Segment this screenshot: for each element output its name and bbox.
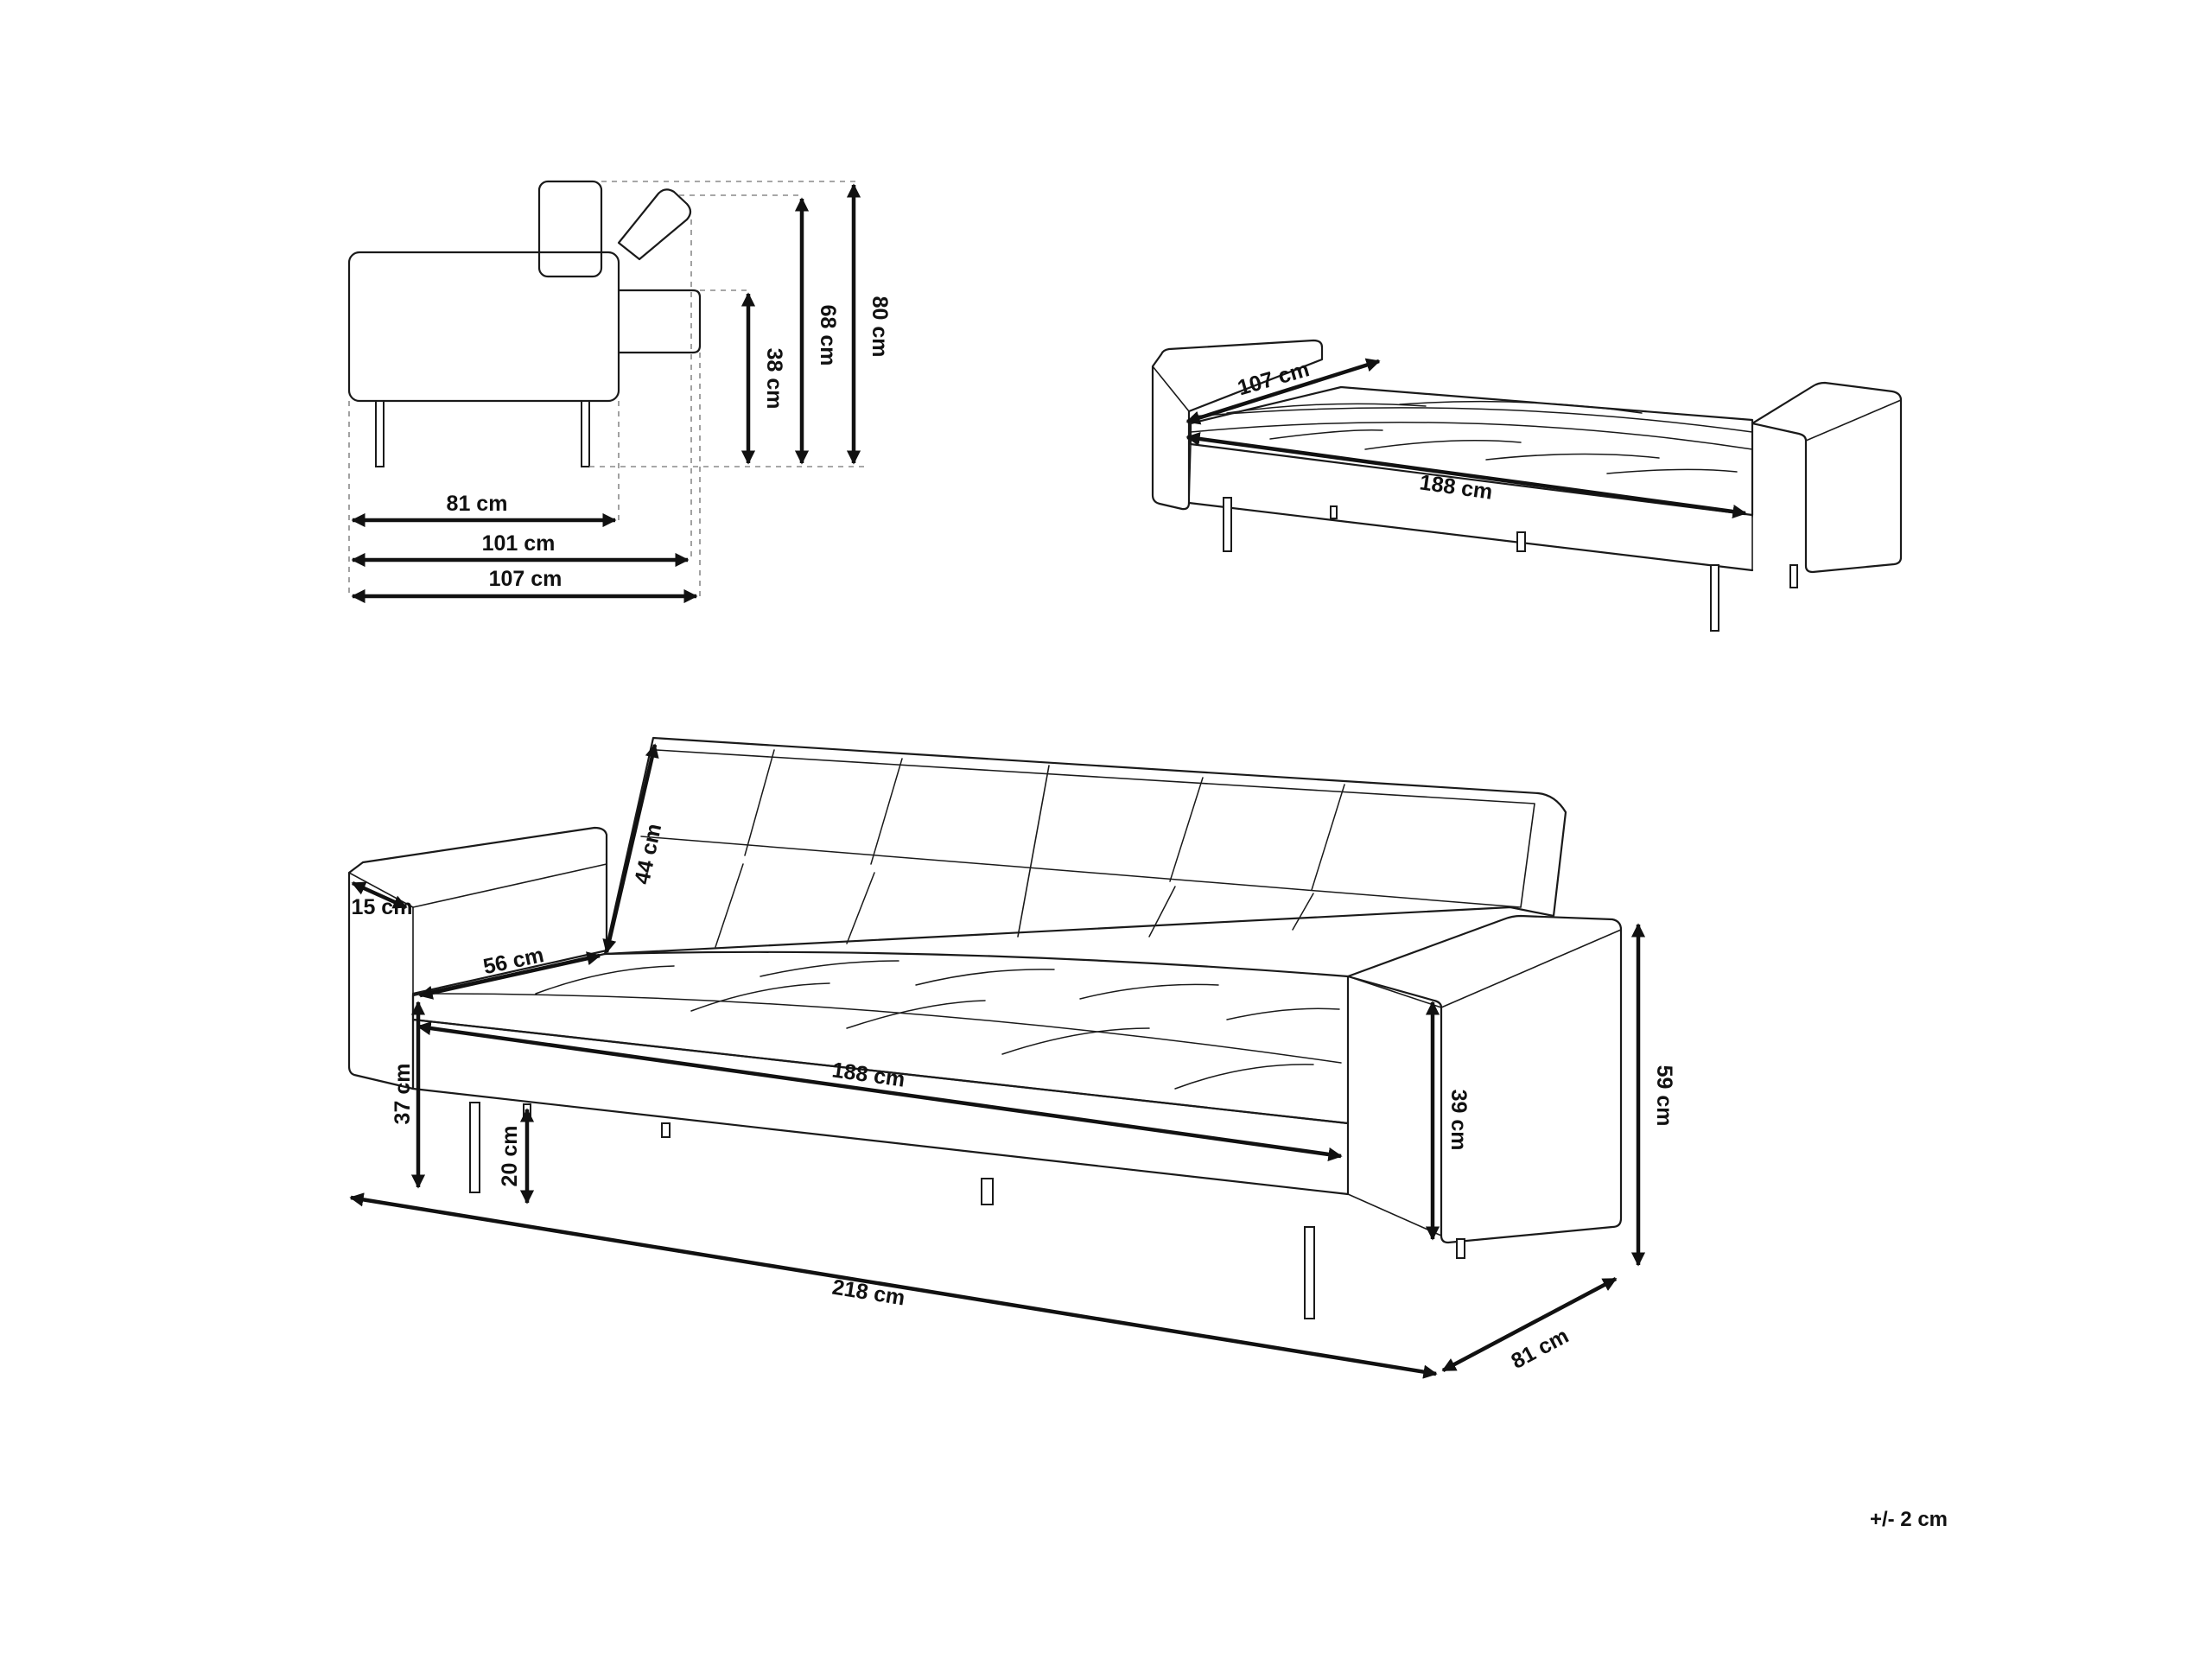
bed-front-rail bbox=[1187, 501, 1754, 572]
bed-leg-4 bbox=[1710, 564, 1719, 632]
bed-leg-3 bbox=[1516, 531, 1526, 552]
bed-view: 107 cm 188 cm bbox=[1151, 339, 1903, 632]
bed-seam-1 bbox=[1190, 422, 1753, 450]
front-leg-3 bbox=[661, 1122, 671, 1138]
label-15cm: 15 cm bbox=[352, 895, 413, 919]
label-20cm: 20 cm bbox=[498, 1126, 522, 1187]
front-leg-4 bbox=[981, 1178, 994, 1205]
bed-leg-5 bbox=[1789, 564, 1798, 588]
label-68cm: 68 cm bbox=[816, 305, 840, 366]
dim-line-44 bbox=[602, 743, 659, 954]
label-38cm: 38 cm bbox=[762, 348, 786, 410]
label-218cm: 218 cm bbox=[830, 1275, 906, 1311]
side-leg-front bbox=[375, 400, 385, 467]
back-seam-v4 bbox=[1311, 784, 1345, 891]
front-leg-1 bbox=[469, 1102, 480, 1193]
side-seat-extension bbox=[617, 289, 702, 354]
seat-seam-2 bbox=[690, 982, 830, 1012]
tolerance-note: +/- 2 cm bbox=[1870, 1508, 1948, 1531]
label-59cm: 59 cm bbox=[1652, 1065, 1676, 1127]
dim-line-218 bbox=[349, 1192, 1438, 1379]
front-right-arm-top bbox=[1440, 929, 1622, 1008]
front-right-arm-base bbox=[1347, 1193, 1442, 1236]
back-seam-v8 bbox=[1292, 893, 1314, 931]
label-bed-188cm: 188 cm bbox=[1418, 470, 1494, 505]
dim-line-188 bbox=[416, 1021, 1343, 1161]
bed-right-armrest bbox=[1751, 381, 1903, 574]
label-101cm: 101 cm bbox=[482, 531, 556, 556]
seat-seam-1 bbox=[535, 965, 675, 995]
seat-seam-7 bbox=[915, 969, 1055, 986]
dim-line-56 bbox=[418, 951, 601, 1000]
bed-leg-2 bbox=[1330, 505, 1338, 519]
back-seam-v7 bbox=[1148, 886, 1176, 938]
bed-seam-2 bbox=[1192, 407, 1753, 433]
dim-line-81 bbox=[1441, 1277, 1618, 1372]
bed-seam-8 bbox=[1606, 468, 1738, 474]
front-right-armrest bbox=[1346, 914, 1623, 1244]
back-seam-v3 bbox=[1169, 777, 1204, 882]
label-107cm: 107 cm bbox=[489, 567, 563, 591]
front-left-arm-top bbox=[412, 863, 607, 908]
seat-seam-6 bbox=[760, 960, 899, 977]
label-80cm: 80 cm bbox=[868, 296, 892, 358]
bed-leg-1 bbox=[1223, 497, 1232, 552]
bed-right-arm-edge bbox=[1805, 399, 1902, 442]
side-leg-back bbox=[581, 400, 590, 467]
dim-line-bed-188 bbox=[1185, 431, 1747, 519]
seat-seam-5 bbox=[1174, 1064, 1314, 1090]
front-backrest-split bbox=[1017, 765, 1050, 938]
bed-seam-4 bbox=[1399, 400, 1643, 414]
front-leg-6 bbox=[1456, 1238, 1465, 1259]
back-seam-h bbox=[640, 836, 1522, 908]
front-backrest bbox=[603, 736, 1567, 956]
bed-seam-7 bbox=[1485, 453, 1660, 461]
front-left-armrest bbox=[347, 826, 608, 1090]
seat-seam-4 bbox=[1001, 1027, 1150, 1055]
side-backrest-upright bbox=[537, 180, 603, 278]
dim-line-15 bbox=[351, 880, 408, 910]
side-view: 80 cm 68 cm 38 cm 81 cm 101 cm 107 cm bbox=[347, 180, 892, 604]
front-leg-5 bbox=[1304, 1226, 1315, 1319]
seat-seam-9 bbox=[1226, 1007, 1340, 1020]
back-seam-v2 bbox=[870, 758, 903, 865]
back-seam-v6 bbox=[846, 872, 875, 944]
dim-line-bed-107 bbox=[1185, 358, 1381, 425]
seat-seam-8 bbox=[1079, 983, 1219, 1000]
front-backrest-piping bbox=[656, 749, 1535, 908]
bed-seam-5 bbox=[1269, 429, 1383, 440]
front-view: 15 cm 44 cm 56 cm 188 cm 37 cm 20 cm 39 … bbox=[347, 736, 1676, 1379]
side-body bbox=[347, 251, 620, 403]
back-seam-v5 bbox=[715, 863, 744, 948]
bed-seam-6 bbox=[1364, 440, 1522, 450]
front-seat-cushion bbox=[411, 950, 1350, 1125]
side-backrest-reclined bbox=[617, 188, 692, 261]
label-39cm: 39 cm bbox=[1446, 1090, 1471, 1151]
label-37cm: 37 cm bbox=[391, 1064, 415, 1125]
front-right-arm-edge bbox=[1347, 976, 1442, 1008]
label-81cm: 81 cm bbox=[447, 492, 508, 516]
seat-seam-h bbox=[431, 993, 1342, 1064]
bed-left-arm-edge bbox=[1152, 365, 1190, 412]
back-seam-v1 bbox=[744, 749, 775, 856]
